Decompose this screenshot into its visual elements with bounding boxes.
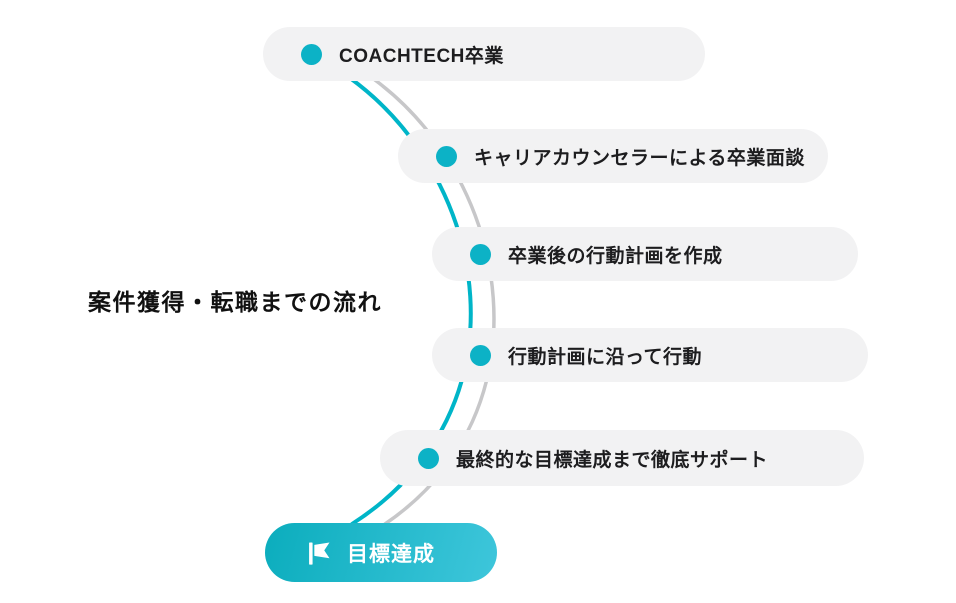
step-dot-icon (418, 447, 439, 469)
goal-label: 目標達成 (347, 542, 435, 566)
step-dot-icon (470, 344, 491, 366)
step-dot-icon (301, 43, 322, 65)
step-pill-1: COACHTECH卒業 (263, 27, 705, 81)
step-label-4: 行動計画に沿って行動 (508, 346, 703, 368)
step-pill-4: 行動計画に沿って行動 (432, 328, 868, 382)
step-dot-icon (470, 243, 491, 265)
step-pill-5: 最終的な目標達成まで徹底サポート (380, 430, 864, 486)
step-label-1: COACHTECH卒業 (339, 45, 504, 67)
step-label-2: キャリアカウンセラーによる卒業面談 (474, 147, 805, 169)
goal-pill: 目標達成 (265, 523, 497, 582)
diagram-title: 案件獲得・転職までの流れ (88, 289, 382, 315)
step-dot-icon (436, 145, 457, 167)
step-pill-3: 卒業後の行動計画を作成 (432, 227, 858, 281)
step-label-5: 最終的な目標達成まで徹底サポート (456, 449, 769, 471)
step-pill-2: キャリアカウンセラーによる卒業面談 (398, 129, 828, 183)
step-label-3: 卒業後の行動計画を作成 (508, 245, 723, 267)
flag-icon (305, 539, 333, 567)
